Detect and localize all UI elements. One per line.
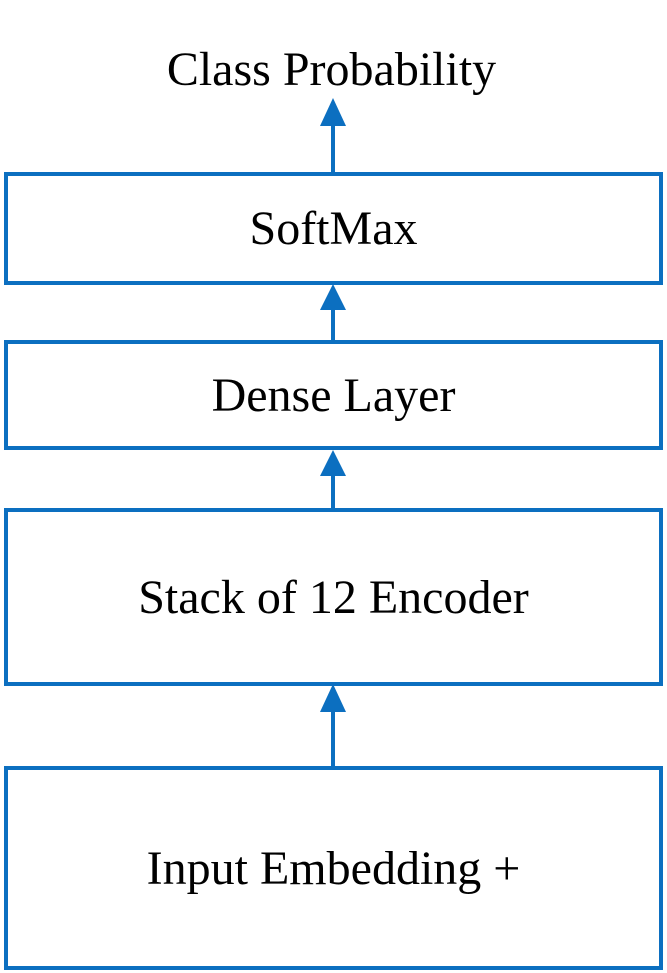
- input-embedding-label: Input Embedding +: [146, 841, 521, 895]
- softmax-box: SoftMax: [4, 172, 663, 285]
- encoder-stack-box: Stack of 12 Encoder: [4, 508, 663, 686]
- arrow-softmax-to-output: [318, 98, 348, 174]
- dense-layer-label: Dense Layer: [211, 368, 456, 422]
- arrow-input-to-encoder: [318, 684, 348, 768]
- output-label: Class Probability: [166, 43, 497, 96]
- input-embedding-box: Input Embedding +: [4, 766, 663, 970]
- arrow-dense-to-softmax: [318, 284, 348, 342]
- dense-layer-box: Dense Layer: [4, 340, 663, 450]
- arrow-encoder-to-dense: [318, 450, 348, 510]
- softmax-label: SoftMax: [249, 202, 418, 255]
- encoder-stack-label: Stack of 12 Encoder: [138, 570, 529, 624]
